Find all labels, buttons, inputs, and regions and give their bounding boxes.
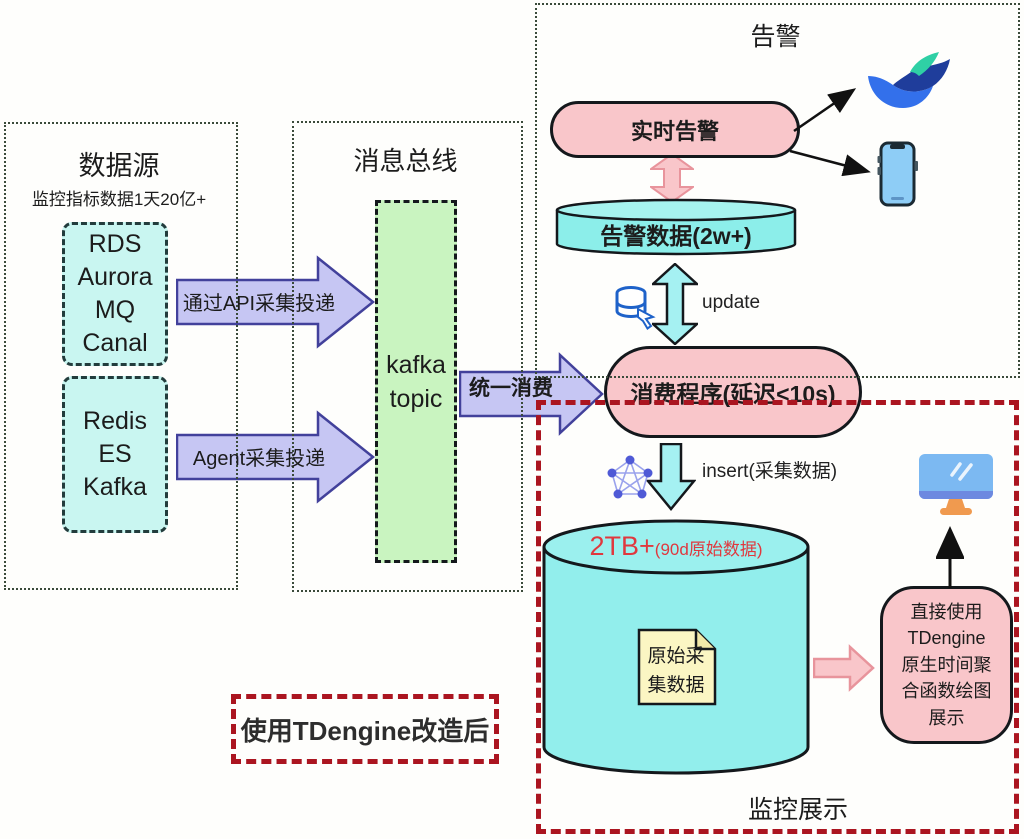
raw-data-note-line: 原始采 — [647, 646, 705, 667]
api-collect-arrow-label: 通过API采集投递 — [182, 293, 336, 315]
phone-icon — [877, 141, 918, 207]
node-label: MQ — [94, 296, 136, 324]
lark-logo-icon — [868, 52, 950, 108]
tdengine-line: 直接使用 — [910, 601, 983, 622]
monitor-section-label: 监控展示 — [747, 796, 848, 824]
api-collect-arrow — [176, 255, 376, 349]
datasource-title: 数据源 — [78, 151, 160, 181]
node-label: Redis — [83, 407, 147, 435]
unified-consume-label: 统一消费 — [469, 377, 553, 400]
cluster-graph-icon — [607, 455, 653, 499]
alert-title: 告警 — [750, 23, 801, 51]
tdengine-render-box: 直接使用 TDengine 原生时间聚 合函数绘图 展示 — [880, 586, 1013, 744]
arrow-to-phone — [789, 149, 871, 177]
msgbus-title: 消息总线 — [353, 146, 458, 176]
update-label: update — [702, 292, 761, 313]
raw-data-note — [637, 628, 717, 706]
raw-data-note-label: 原始采 集数据 — [639, 642, 713, 700]
to-tdengine-arrow — [813, 644, 875, 692]
node-label: RDS — [88, 230, 142, 258]
kafka-label: kafka — [386, 350, 446, 379]
alert-data-cylinder-label: 告警数据(2w+) — [600, 223, 752, 249]
update-double-arrow — [652, 263, 698, 345]
tdengine-line: 原生时间聚 — [901, 654, 992, 675]
arrow-to-monitor — [936, 526, 964, 588]
node-label: Aurora — [77, 263, 153, 291]
retrofit-label-box: 使用TDengine改造后 — [231, 694, 499, 764]
tdengine-line: 合函数绘图 — [901, 681, 992, 702]
insert-label: insert(采集数据) — [702, 461, 838, 482]
alert-sync-double-arrow — [650, 153, 694, 203]
tdengine-line: TDengine — [907, 628, 986, 649]
datasource-box-rds: RDS Aurora MQ Canal — [62, 222, 168, 366]
tdengine-line: 展示 — [928, 707, 965, 728]
database-update-icon — [615, 286, 656, 330]
retrofit-label: 使用TDengine改造后 — [240, 715, 490, 746]
alert-data-cylinder — [555, 198, 797, 256]
storage-capacity-note: (90d原始数据) — [654, 540, 763, 559]
storage-capacity-label: 2TB+(90d原始数据) — [556, 531, 796, 562]
realtime-alert-box: 实时告警 — [550, 101, 800, 158]
agent-collect-arrow-label: Agent采集投递 — [192, 448, 326, 470]
node-label: ES — [98, 440, 132, 468]
agent-collect-arrow — [176, 410, 376, 504]
consumer-program-label: 消费程序(延迟<10s) — [630, 381, 836, 407]
storage-capacity-value: 2TB+ — [589, 531, 655, 561]
kafka-label: topic — [389, 384, 443, 413]
raw-data-note-line: 集数据 — [647, 675, 705, 696]
monitor-icon — [919, 454, 993, 515]
datasource-subtitle: 监控指标数据1天20亿+ — [31, 190, 207, 209]
kafka-topic-box: kafka topic — [375, 200, 457, 563]
insert-arrow — [646, 443, 696, 511]
node-label: Kafka — [83, 473, 147, 501]
realtime-alert-label: 实时告警 — [630, 118, 719, 144]
datasource-box-redis: Redis ES Kafka — [62, 376, 168, 533]
consumer-program-box: 消费程序(延迟<10s) — [604, 346, 862, 438]
node-label: Canal — [82, 329, 148, 357]
unified-consume-arrow — [459, 352, 604, 436]
arrow-to-lark — [793, 88, 857, 133]
